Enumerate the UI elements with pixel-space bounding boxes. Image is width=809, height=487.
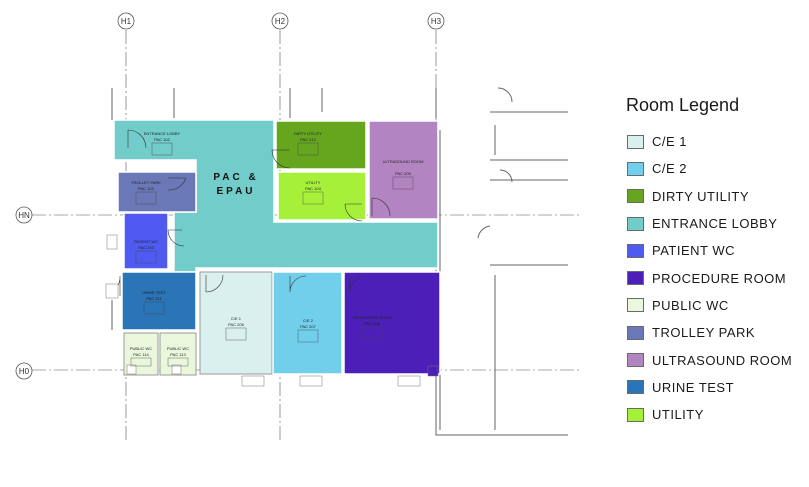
room-patient-wc (123, 212, 169, 270)
tag-dirty-utility: DIRTY UTILITY PAC 212 (294, 131, 322, 142)
legend-item: C/E 2 (623, 155, 803, 182)
tag-entrance-lobby: ENTRANCE LOBBY PAC 102 (144, 131, 181, 142)
svg-text:URINE TEST: URINE TEST (142, 290, 166, 295)
room-legend: Room Legend C/E 1 C/E 2 DIRTY UTILITY ENTRA… (623, 95, 803, 428)
legend-label: C/E 2 (652, 161, 688, 177)
svg-text:PAC 207: PAC 207 (300, 324, 316, 329)
legend-swatch (627, 298, 644, 313)
tag-urine-test: URINE TEST PAC 211 (142, 290, 166, 301)
legend-swatch (627, 407, 644, 422)
legend-item: PATIENT WC (623, 237, 803, 264)
svg-text:PAC 211: PAC 211 (146, 296, 162, 301)
legend-item: PROCEDURE ROOM (623, 264, 803, 291)
legend-swatch (627, 353, 644, 368)
floor-plan: H1 H2 H3 HN H0 (15, 12, 580, 440)
tag-ce1: C/E 1 PAC 206 (228, 316, 244, 327)
svg-text:PAC 114: PAC 114 (133, 352, 149, 357)
svg-text:PAC 206: PAC 206 (228, 322, 244, 327)
grid-bubble-h0: H0 (15, 362, 33, 380)
svg-text:PAC 210: PAC 210 (138, 245, 154, 250)
legend-label: UTILITY (652, 407, 704, 423)
legend-swatch (627, 134, 644, 149)
svg-text:H2: H2 (275, 17, 286, 26)
svg-text:UTILITY: UTILITY (306, 180, 321, 185)
svg-text:PAC 102: PAC 102 (154, 137, 170, 142)
legend-swatch (627, 243, 644, 258)
legend-label: PROCEDURE ROOM (652, 270, 787, 286)
legend-items: C/E 1 C/E 2 DIRTY UTILITY ENTRANCE LOBBY PAT… (623, 128, 803, 428)
svg-text:H3: H3 (431, 17, 442, 26)
legend-label: URINE TEST (652, 379, 735, 395)
svg-text:PAC 208: PAC 208 (364, 321, 380, 326)
legend-item: ULTRASOUND ROOM (623, 346, 803, 373)
svg-text:PAC 212: PAC 212 (300, 137, 316, 142)
legend-swatch (627, 189, 644, 204)
room-utility (277, 171, 367, 221)
svg-text:H1: H1 (121, 17, 132, 26)
legend-item: URINE TEST (623, 374, 803, 401)
legend-swatch (627, 161, 644, 176)
svg-text:PAC 103: PAC 103 (138, 186, 154, 191)
legend-item: UTILITY (623, 401, 803, 428)
legend-item: C/E 1 (623, 128, 803, 155)
room-urine-test (121, 271, 197, 331)
svg-text:PAC 209: PAC 209 (395, 171, 411, 176)
tag-ce2: C/E 2 PAC 207 (300, 318, 316, 329)
legend-label: ENTRANCE LOBBY (652, 216, 778, 232)
legend-swatch (627, 216, 644, 231)
room-dirty-utility (275, 120, 367, 170)
tag-public-wc-2: PUBLIC WC PAC 113 (167, 346, 189, 357)
grid-bubble-h2: H2 (271, 12, 289, 30)
grid-bubble-h1: H1 (117, 12, 135, 30)
room-ce2 (272, 271, 343, 375)
legend-item: TROLLEY PARK (623, 319, 803, 346)
legend-title: Room Legend (626, 95, 740, 115)
legend-label: C/E 1 (652, 134, 688, 150)
svg-text:H0: H0 (19, 367, 30, 376)
svg-text:TROLLEY PARK: TROLLEY PARK (131, 180, 161, 185)
svg-text:PAC 104: PAC 104 (305, 186, 321, 191)
tag-patient-wc: PATIENT WC PAC 210 (134, 239, 158, 250)
legend-item: ENTRANCE LOBBY (623, 210, 803, 237)
legend-label: PATIENT WC (652, 243, 735, 259)
svg-text:DIRTY UTILITY: DIRTY UTILITY (294, 131, 322, 136)
room-ultrasound (368, 120, 439, 220)
tag-ultrasound: ULTRASOUND ROOM PAC 209 (383, 159, 424, 176)
svg-text:HN: HN (18, 211, 30, 220)
svg-text:PUBLIC WC: PUBLIC WC (167, 346, 189, 351)
tag-trolley-park: TROLLEY PARK PAC 103 (131, 180, 161, 191)
legend-item: PUBLIC WC (623, 292, 803, 319)
svg-text:PAC 113: PAC 113 (170, 352, 186, 357)
department-label-line2: EPAU (216, 186, 255, 197)
legend-label: ULTRASOUND ROOM (652, 352, 793, 368)
svg-text:ULTRASOUND ROOM: ULTRASOUND ROOM (383, 159, 424, 164)
legend-swatch (627, 271, 644, 286)
legend-swatch (627, 325, 644, 340)
department-label-line1: PAC & (213, 172, 258, 183)
svg-text:PUBLIC WC: PUBLIC WC (130, 346, 152, 351)
room-ce1 (199, 271, 273, 375)
svg-text:PROCEDURE ROOM: PROCEDURE ROOM (352, 315, 391, 320)
svg-text:C/E 2: C/E 2 (303, 318, 314, 323)
room-procedure (343, 271, 441, 375)
svg-text:C/E 1: C/E 1 (231, 316, 242, 321)
tag-procedure: PROCEDURE ROOM PAC 208 (352, 315, 391, 326)
grid-bubble-h3: H3 (427, 12, 445, 30)
grid-bubble-hn: HN (15, 206, 33, 224)
svg-text:ENTRANCE LOBBY: ENTRANCE LOBBY (144, 131, 181, 136)
legend-label: TROLLEY PARK (652, 325, 756, 341)
svg-text:PATIENT WC: PATIENT WC (134, 239, 158, 244)
tag-public-wc-1: PUBLIC WC PAC 114 (130, 346, 152, 357)
legend-item: DIRTY UTILITY (623, 183, 803, 210)
tag-utility: UTILITY PAC 104 (305, 180, 321, 191)
legend-label: DIRTY UTILITY (652, 188, 750, 204)
room-trolley-park (117, 171, 197, 213)
legend-label: PUBLIC WC (652, 297, 729, 313)
legend-swatch (627, 380, 644, 395)
